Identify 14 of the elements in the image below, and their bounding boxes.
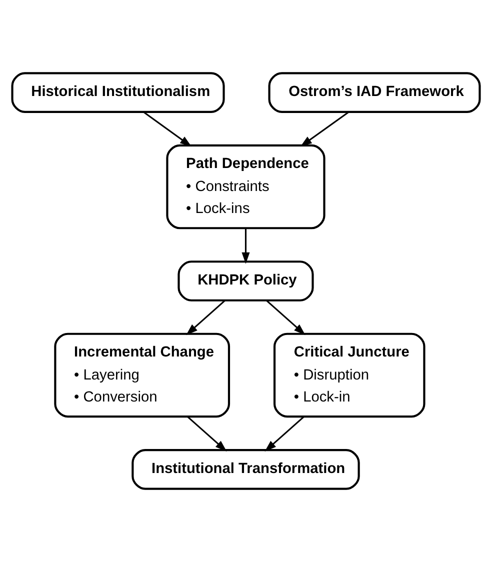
node-box: Path Dependence • Constraints • Lock-ins: [166, 144, 326, 230]
arrow: [264, 416, 304, 452]
node-box: Incremental Change • Layering • Conversion: [54, 332, 230, 418]
arrow: [242, 228, 250, 264]
arrow: [186, 300, 226, 336]
arrow: [266, 300, 306, 336]
arrow: [187, 416, 227, 452]
arrow: [300, 111, 350, 147]
node-box: Critical Juncture • Disruption • Lock-in: [273, 332, 426, 418]
node-box: Institutional Transformation: [132, 449, 360, 490]
node-box: Ostrom’s IAD Framework: [268, 72, 481, 113]
node-box: KHDPK Policy: [178, 260, 314, 302]
arrow: [143, 111, 192, 147]
node-box: Historical Institutionalism: [11, 72, 225, 113]
